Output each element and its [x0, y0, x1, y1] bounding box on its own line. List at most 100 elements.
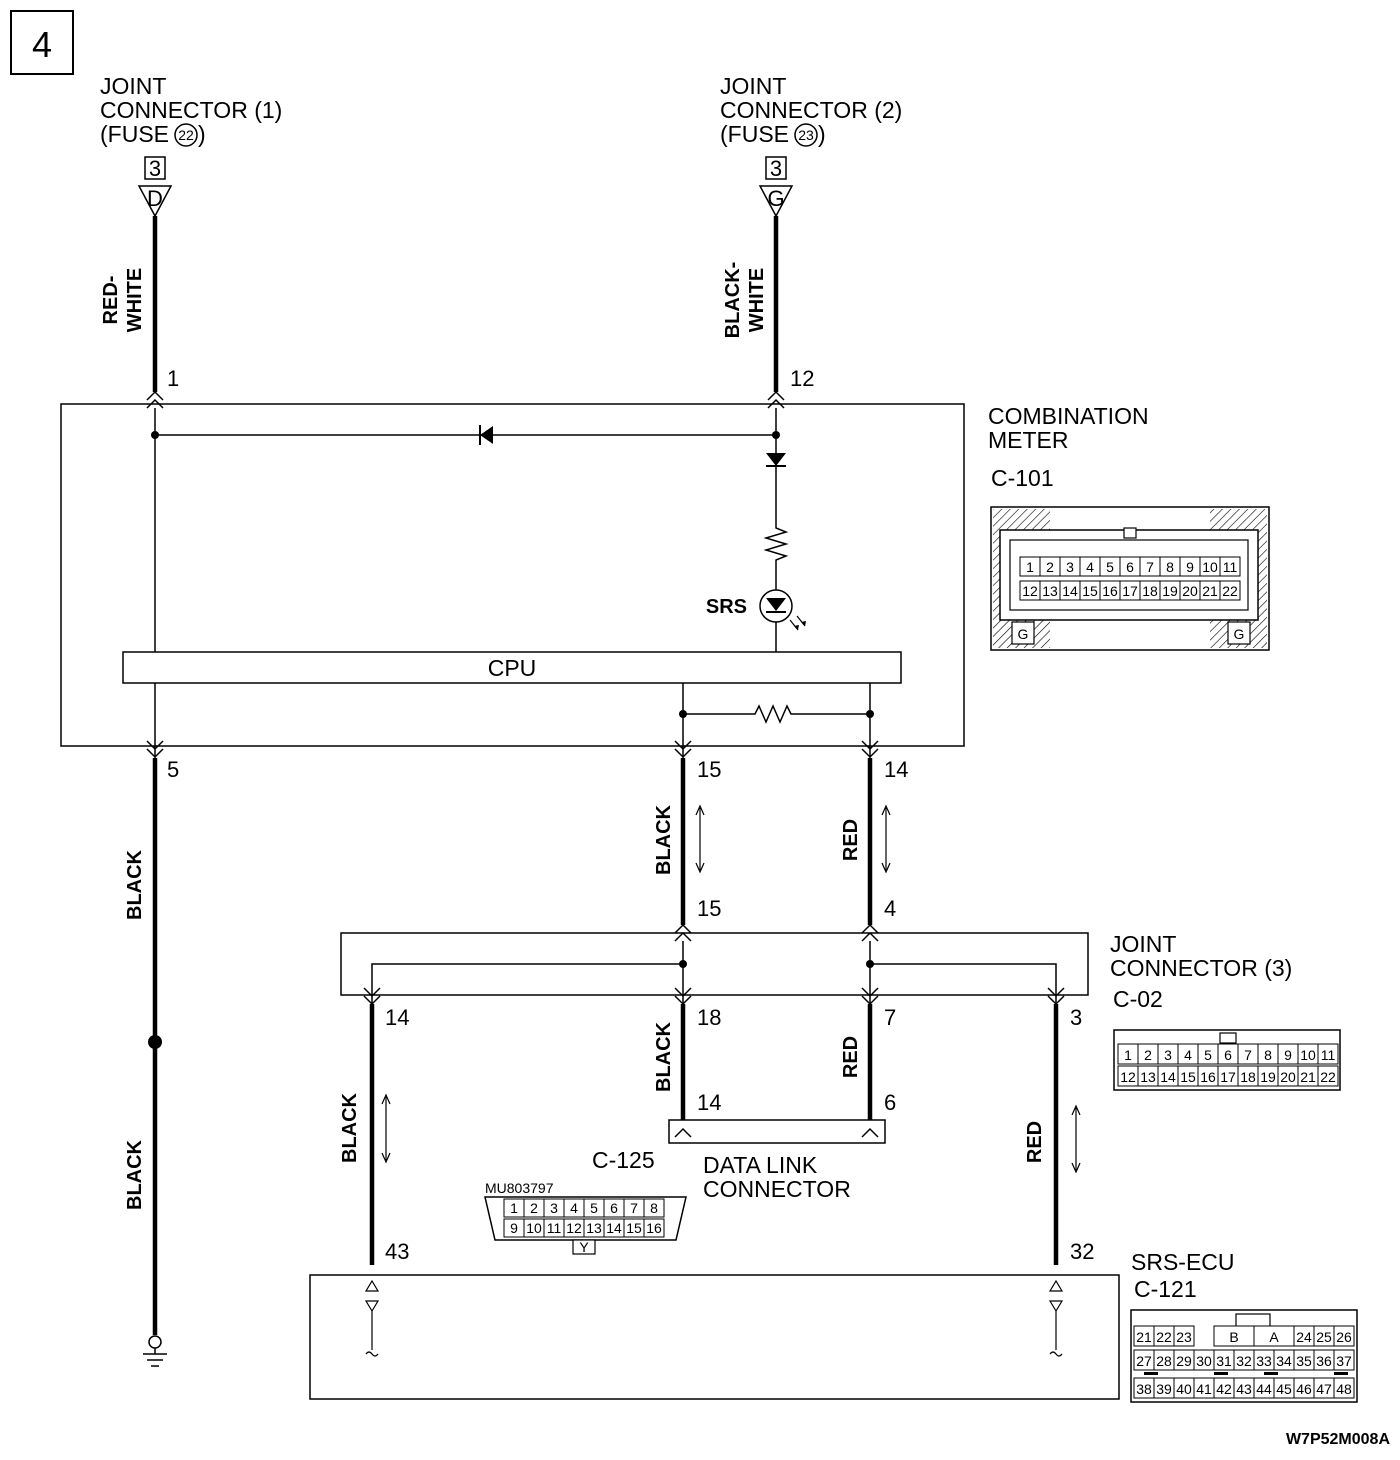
pin-label-meter-12: 12	[790, 366, 814, 391]
pin-cell	[1333, 1325, 1355, 1347]
dlc-label-1: DATA LINK	[703, 1152, 818, 1178]
pin-number: 3	[1066, 559, 1074, 575]
srs-lamp-label: SRS	[706, 596, 747, 618]
pin-cell	[1317, 1043, 1339, 1065]
pin-number: 19	[1162, 583, 1178, 599]
fuse-23-number: 23	[798, 127, 814, 143]
pin-number: 8	[650, 1200, 658, 1216]
pin-label-meter-14: 14	[884, 757, 908, 782]
wire-color-black: BLACK	[653, 804, 675, 875]
pin-number: 15	[1180, 1069, 1196, 1085]
jc3-label-2: CONNECTOR (3)	[1110, 955, 1292, 981]
combination-meter-box	[60, 403, 965, 747]
pin-number: 4	[570, 1200, 578, 1216]
pin-number: A	[1269, 1329, 1279, 1345]
pin-number: 24	[1296, 1329, 1312, 1345]
pin-chevron	[861, 740, 879, 751]
pin-number: 11	[1223, 559, 1238, 575]
pin-chevron	[674, 931, 692, 942]
cpu-label: CPU	[488, 655, 537, 681]
ground-symbol-icon	[143, 1335, 167, 1367]
pin-number: 32	[1236, 1353, 1252, 1369]
combination-meter-label-1: COMBINATION	[988, 403, 1149, 429]
pin-number: 10	[1202, 559, 1218, 575]
jc2-pin-number: 3	[770, 156, 782, 181]
fuse-22-circle	[174, 123, 198, 147]
page-number: 4	[32, 24, 52, 65]
jc2-terminal-letter: G	[767, 186, 784, 211]
pin-label-jc3-7: 7	[884, 1005, 896, 1030]
pin-number: 1	[1124, 1047, 1132, 1063]
pin-number: 15	[1082, 583, 1098, 599]
page-number-box: 4	[10, 10, 74, 75]
pin-number: 9	[1186, 559, 1194, 575]
jc1-label-line2: CONNECTOR (1)	[100, 97, 282, 123]
pin-number: 30	[1196, 1353, 1212, 1369]
pin-number: 1	[510, 1200, 518, 1216]
dlc-part-number: MU803797	[485, 1180, 554, 1196]
pin-number: 35	[1296, 1353, 1312, 1369]
ecu-terminal-43	[364, 1279, 380, 1357]
pin-chevron	[674, 923, 692, 934]
pin-number: 37	[1336, 1353, 1352, 1369]
pin-label-meter-5: 5	[167, 757, 179, 782]
srs-warning-lamp	[759, 589, 806, 631]
pin-number: 14	[1160, 1069, 1176, 1085]
pin-label-meter-15: 15	[697, 757, 721, 782]
jc2-label-line1: JOINT	[720, 73, 786, 99]
pin-number: B	[1229, 1329, 1238, 1345]
data-link-connector-box	[668, 1119, 886, 1144]
pin-chevron	[674, 748, 692, 759]
key-bar	[1144, 1372, 1158, 1375]
ecu-terminal-32	[1048, 1279, 1064, 1357]
junction-dot	[151, 431, 159, 439]
resistor-horizontal	[683, 704, 870, 724]
pin-label-jc3-3: 3	[1070, 1005, 1082, 1030]
pin-cell	[1219, 580, 1241, 601]
pin-cell	[643, 1198, 665, 1218]
pin-number: 3	[550, 1200, 558, 1216]
jc2-terminal: 3 G	[758, 156, 794, 218]
jc3-internal-wire	[371, 963, 683, 1004]
pin-number: 20	[1182, 583, 1198, 599]
wire-color-red-dlc: RED	[840, 1036, 862, 1078]
pin-number: 14	[1062, 583, 1078, 599]
pin-number: 15	[626, 1220, 642, 1236]
pin-number: 43	[1236, 1381, 1252, 1397]
pin-chevron	[861, 923, 879, 934]
pin-number: 13	[586, 1220, 602, 1236]
pin-number: 12	[1022, 583, 1038, 599]
pin-number: 47	[1316, 1381, 1332, 1397]
pin-number: 33	[1256, 1353, 1272, 1369]
jc1-label-line1: JOINT	[100, 73, 166, 99]
junction-dot	[679, 710, 687, 718]
pin-number: 17	[1220, 1069, 1236, 1085]
pin-chevron	[674, 740, 692, 751]
pin-number: 25	[1316, 1329, 1332, 1345]
pin-number: 28	[1156, 1353, 1172, 1369]
wire-color-red-ecu: RED	[1024, 1121, 1046, 1163]
pin-label-dlc-14: 14	[697, 1090, 721, 1115]
pin-number: 23	[1176, 1329, 1192, 1345]
dlc-color-mark: Y	[579, 1239, 589, 1255]
wire-color-black-ground-lower: BLACK	[124, 1139, 146, 1210]
pin-number: 1	[1026, 559, 1034, 575]
pin-number: 16	[1102, 583, 1118, 599]
jc3-internal-wire	[870, 963, 1057, 1004]
pin-number: 46	[1296, 1381, 1312, 1397]
pin-number: 18	[1142, 583, 1158, 599]
pin-number: 6	[610, 1200, 618, 1216]
pin-number: 22	[1156, 1329, 1172, 1345]
drawing-code: W7P52M008A	[1286, 1431, 1390, 1448]
pin-chevron	[767, 398, 785, 409]
jc3-label-1: JOINT	[1110, 931, 1176, 957]
pin-number: 48	[1336, 1381, 1352, 1397]
pin-number: 44	[1256, 1381, 1272, 1397]
pin-label-ecu-32: 32	[1070, 1239, 1094, 1264]
pin-chevron	[363, 987, 381, 998]
pin-chevron	[146, 748, 164, 759]
pin-number: 26	[1336, 1329, 1352, 1345]
jc2-label-line2: CONNECTOR (2)	[720, 97, 902, 123]
